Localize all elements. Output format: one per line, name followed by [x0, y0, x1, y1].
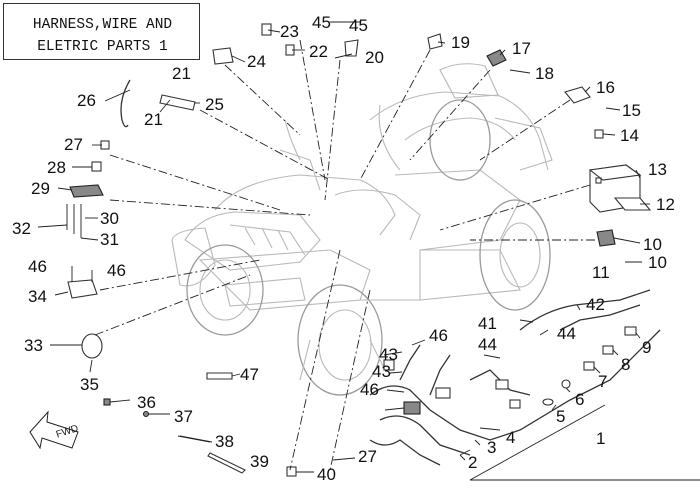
- callout-31: 31: [100, 230, 119, 249]
- callout-15: 15: [622, 101, 641, 120]
- callout-46a: 46: [28, 257, 47, 276]
- part-23: [261, 23, 272, 36]
- horn: [81, 333, 103, 359]
- callout-7: 7: [598, 372, 607, 391]
- callout-18: 18: [535, 64, 554, 83]
- title-box: HARNESS,WIRE AND ELETRIC PARTS 1: [3, 3, 200, 60]
- title-line-1: HARNESS,WIRE AND: [32, 17, 173, 33]
- callout-lines: [37, 21, 650, 473]
- ignition-switch: [344, 39, 359, 57]
- callout-44b: 44: [478, 335, 497, 354]
- callout-19: 19: [451, 33, 470, 52]
- callout-46d: 46: [360, 380, 379, 399]
- connector-29: [69, 184, 104, 198]
- callout-45b: 45: [349, 16, 368, 35]
- callout-21a: 21: [172, 64, 191, 83]
- callout-43a: 43: [379, 345, 398, 364]
- switch-24: [212, 47, 234, 65]
- callout-38: 38: [215, 432, 234, 451]
- callout-44a: 44: [557, 324, 576, 343]
- callout-22: 22: [309, 42, 328, 61]
- callout-8: 8: [621, 355, 630, 374]
- callout-11: 11: [592, 263, 610, 282]
- atv-illustration: [171, 63, 553, 396]
- callout-3: 3: [487, 438, 496, 457]
- cable-26: [120, 79, 131, 128]
- callout-35: 35: [80, 375, 99, 394]
- callout-33: 33: [24, 336, 43, 355]
- callout-12: 12: [656, 195, 675, 214]
- callout-25: 25: [205, 95, 224, 114]
- callout-24: 24: [247, 52, 266, 71]
- title-line-2: ELETRIC PARTS 1: [37, 39, 168, 55]
- part-9: [624, 326, 637, 336]
- part-40: [286, 466, 297, 477]
- callout-6: 6: [575, 390, 584, 409]
- callout-1: 1: [596, 429, 605, 448]
- callout-10b: 10: [648, 253, 667, 272]
- fwd-arrow-icon: FWD: [29, 410, 80, 450]
- callout-21b: 21: [144, 110, 163, 129]
- callout-23: 23: [280, 22, 299, 41]
- leader-lines: [94, 39, 595, 471]
- callout-28: 28: [47, 158, 66, 177]
- callout-13: 13: [648, 160, 667, 179]
- callout-2: 2: [468, 453, 477, 472]
- callout-27a: 27: [64, 135, 83, 154]
- part-27: [100, 140, 110, 150]
- part-37: [142, 410, 150, 418]
- callout-4: 4: [506, 428, 515, 447]
- callout-10a: 10: [643, 235, 662, 254]
- module-11: [596, 229, 616, 247]
- callout-37: 37: [174, 407, 193, 426]
- callout-45a: 45: [312, 13, 331, 32]
- callout-29: 29: [31, 179, 50, 198]
- callout-43b: 43: [372, 362, 391, 381]
- bracket-line: [469, 404, 606, 481]
- part-7: [583, 361, 595, 371]
- callout-42: 42: [586, 295, 605, 314]
- bolts-30-32: [66, 204, 82, 238]
- ecu-module: [67, 279, 98, 299]
- part-36: [103, 398, 111, 406]
- callout-36: 36: [137, 393, 156, 412]
- part-28: [91, 161, 102, 172]
- callout-14: 14: [620, 126, 639, 145]
- callout-numbers: 1 2 3 4 5 6 7 8 9 10 10 11 12 13 14 15 1…: [12, 13, 675, 484]
- callout-40: 40: [317, 465, 336, 484]
- battery-pad: [613, 197, 652, 211]
- callout-30: 30: [100, 209, 119, 228]
- part-14: [594, 129, 604, 139]
- part-5: [542, 398, 554, 406]
- main-wiring-harness: [369, 289, 661, 466]
- part-19: [427, 33, 443, 50]
- callout-46b: 46: [107, 261, 126, 280]
- callout-27b: 27: [358, 447, 377, 466]
- callout-47: 47: [240, 365, 259, 384]
- callout-39: 39: [250, 452, 269, 471]
- callout-17: 17: [512, 39, 531, 58]
- callout-20: 20: [365, 48, 384, 67]
- handlebar-grip: [159, 94, 196, 111]
- callout-16: 16: [596, 78, 615, 97]
- relay-unit: [564, 86, 591, 104]
- part-47: [206, 372, 233, 380]
- callout-34: 34: [28, 287, 47, 306]
- callout-46c: 46: [429, 326, 448, 345]
- part-39: [207, 452, 246, 474]
- callout-41: 41: [478, 314, 497, 333]
- part-6: [561, 379, 571, 389]
- callout-26: 26: [77, 91, 96, 110]
- callout-9: 9: [642, 338, 651, 357]
- callout-5: 5: [556, 407, 565, 426]
- part-8: [602, 345, 614, 355]
- callout-32: 32: [12, 219, 31, 238]
